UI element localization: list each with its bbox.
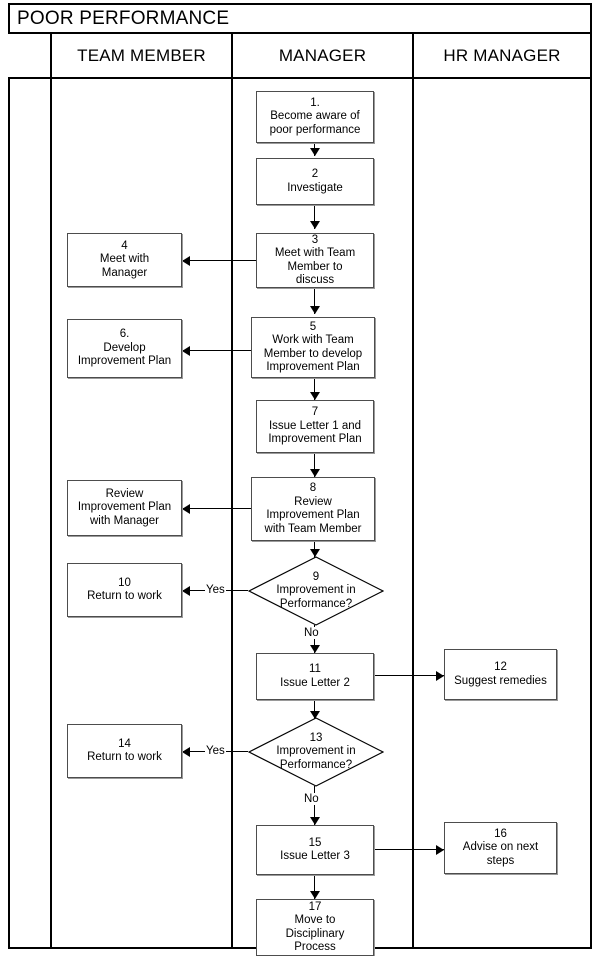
decision-node-13[interactable]: 13 Improvement in Performance? — [248, 717, 384, 787]
lane-header-team-member: TEAM MEMBER — [52, 34, 233, 79]
process-node-12[interactable]: 12 Suggest remedies — [444, 649, 557, 700]
connector-n2-n3 — [314, 205, 315, 229]
connector-n5-n7 — [314, 378, 315, 400]
arrowhead-n7-n8 — [310, 469, 320, 477]
diamond-shape-13 — [248, 717, 384, 787]
arrowhead-n15-n17 — [310, 891, 320, 899]
lane-divider-2 — [231, 79, 233, 947]
arrowhead-n11-n13 — [310, 711, 320, 719]
lane-divider-1 — [50, 79, 52, 947]
process-node-review-plan-with-manager[interactable]: Review Improvement Plan with Manager — [67, 480, 182, 536]
arrowhead-n3-n5 — [310, 306, 320, 314]
connector-n9-n11 — [314, 625, 315, 653]
connector-label-no-9: No — [303, 627, 320, 639]
process-node-14[interactable]: 14 Return to work — [67, 724, 182, 778]
connector-n11-n12 — [373, 675, 444, 676]
process-node-17[interactable]: 17 Move to Disciplinary Process — [256, 899, 374, 956]
arrowhead-n5-n6 — [182, 346, 190, 356]
arrowhead-n13-n14 — [182, 747, 190, 757]
arrowhead-n1-n2 — [310, 148, 320, 156]
arrowhead-n5-n7 — [310, 392, 320, 400]
process-node-15[interactable]: 15 Issue Letter 3 — [256, 825, 374, 875]
process-node-11[interactable]: 11 Issue Letter 2 — [256, 653, 374, 700]
connector-label-no-13: No — [303, 793, 320, 805]
process-node-3[interactable]: 3 Meet with Team Member to discuss — [256, 233, 374, 288]
connector-n15-n17 — [314, 875, 315, 899]
page-title: POOR PERFORMANCE — [17, 7, 230, 29]
arrowhead-n8-n9 — [310, 549, 320, 557]
connector-n3-n5 — [314, 288, 315, 314]
arrowhead-n2-n3 — [310, 221, 320, 229]
arrowhead-n9-n11 — [310, 645, 320, 653]
lane-divider-3 — [412, 79, 414, 947]
connector-n3-n4 — [182, 260, 256, 261]
process-node-1[interactable]: 1. Become aware of poor performance — [256, 91, 374, 143]
lane-header-hr-manager: HR MANAGER — [414, 34, 590, 79]
arrowhead-n13-n15 — [310, 817, 320, 825]
connector-n13-n15 — [314, 786, 315, 825]
document-frame — [8, 3, 592, 949]
diagram-title-band: POOR PERFORMANCE — [8, 3, 592, 34]
connector-n15-n16 — [373, 849, 444, 850]
process-node-7[interactable]: 7 Issue Letter 1 and Improvement Plan — [256, 400, 374, 453]
process-node-6[interactable]: 6. Develop Improvement Plan — [67, 319, 182, 378]
process-node-2[interactable]: 2 Investigate — [256, 158, 374, 205]
diamond-shape-9 — [248, 556, 384, 626]
arrowhead-n9-n10 — [182, 586, 190, 596]
process-node-16[interactable]: 16 Advise on next steps — [444, 822, 557, 874]
lane-header-manager: MANAGER — [233, 34, 414, 79]
lane-header-hr-manager-label: HR MANAGER — [443, 45, 561, 65]
process-node-4[interactable]: 4 Meet with Manager — [67, 233, 182, 287]
lane-header-manager-label: MANAGER — [278, 45, 367, 65]
arrowhead-n3-n4 — [182, 256, 190, 266]
process-node-5[interactable]: 5 Work with Team Member to develop Impro… — [251, 317, 375, 378]
lane-header-blank — [8, 34, 52, 79]
connector-n7-n8 — [314, 453, 315, 477]
arrowhead-n8-n8b — [182, 504, 190, 514]
connector-n11-n13 — [314, 700, 315, 719]
arrowhead-n15-n16 — [436, 845, 444, 855]
connector-n5-n6 — [182, 350, 256, 351]
connector-label-yes-9: Yes — [205, 584, 226, 596]
decision-node-9[interactable]: 9 Improvement in Performance? — [248, 556, 384, 626]
lane-header-team-member-label: TEAM MEMBER — [77, 45, 206, 65]
arrowhead-n11-n12 — [436, 671, 444, 681]
decision-node-9-label: 9 Improvement in Performance? — [276, 570, 356, 610]
process-node-8[interactable]: 8 Review Improvement Plan with Team Memb… — [251, 477, 375, 541]
connector-n8-n8b — [182, 508, 256, 509]
connector-label-yes-13: Yes — [205, 745, 226, 757]
decision-node-13-label: 13 Improvement in Performance? — [276, 731, 356, 771]
process-node-10[interactable]: 10 Return to work — [67, 563, 182, 617]
